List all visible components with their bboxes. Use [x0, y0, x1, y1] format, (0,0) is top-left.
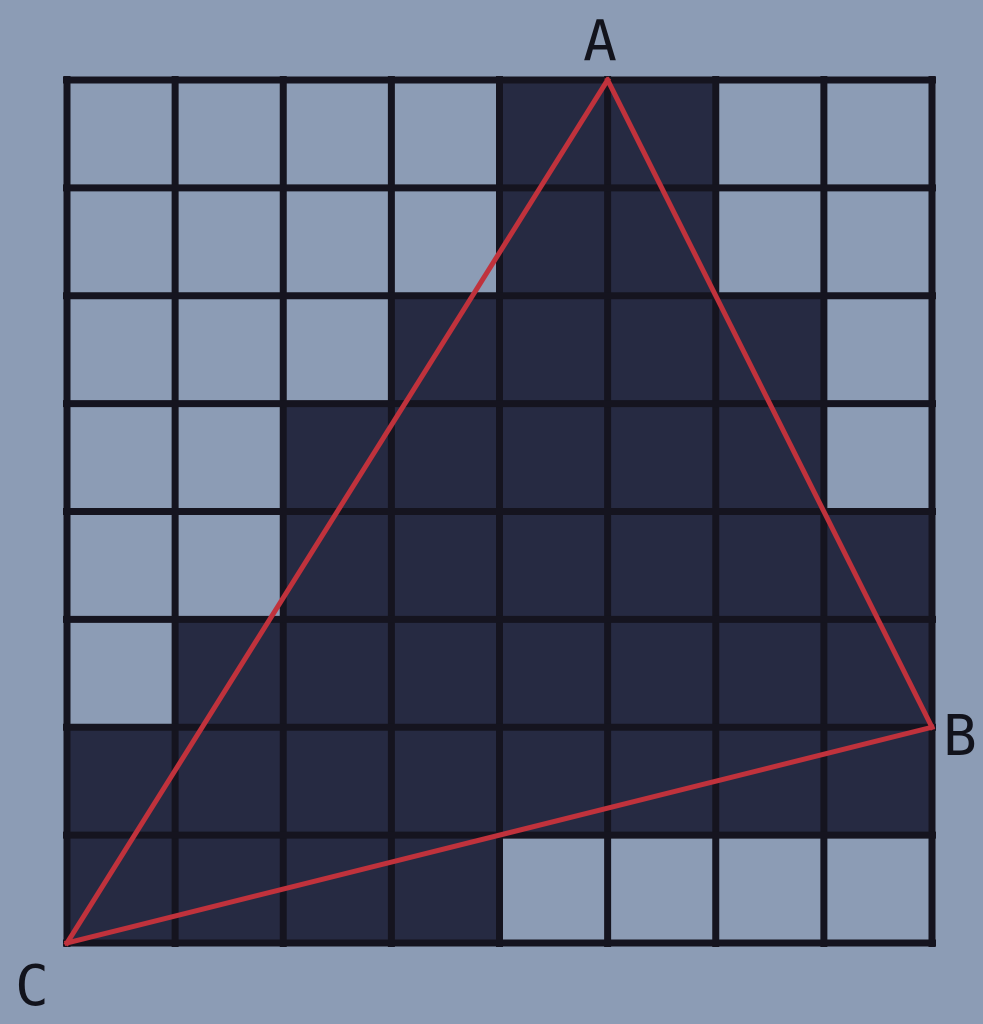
vertex-label-c: C — [15, 954, 49, 1019]
grid-cell-empty — [823, 80, 932, 188]
grid-cell-filled — [823, 511, 932, 620]
grid-cell-empty — [715, 835, 824, 943]
grid-cell-filled — [715, 511, 824, 620]
grid-cell-filled — [607, 187, 716, 296]
grid-cell-filled — [499, 727, 608, 836]
grid-cell-empty — [175, 80, 284, 188]
grid-cell-filled — [715, 727, 824, 836]
grid-cell-empty — [67, 619, 176, 728]
grid-cell-empty — [67, 403, 176, 512]
grid-cell-filled — [391, 295, 500, 404]
grid-cell-filled — [175, 619, 284, 728]
grid-cell-empty — [283, 187, 392, 296]
grid-cell-empty — [823, 295, 932, 404]
grid-cell-filled — [391, 511, 500, 620]
grid-cell-empty — [67, 187, 176, 296]
grid-cell-filled — [391, 835, 500, 943]
grid-cell-filled — [283, 727, 392, 836]
grid-cell-empty — [391, 80, 500, 188]
grid-cell-empty — [823, 187, 932, 296]
grid-cell-empty — [175, 403, 284, 512]
grid-cell-filled — [67, 727, 176, 836]
grid-cell-empty — [499, 835, 608, 943]
grid-cell-filled — [499, 403, 608, 512]
grid-cell-filled — [499, 80, 608, 188]
grid-cell-filled — [715, 295, 824, 404]
grid-cell-filled — [175, 835, 284, 943]
grid-cell-filled — [607, 80, 716, 188]
grid-cell-filled — [283, 835, 392, 943]
grid-cell-filled — [607, 727, 716, 836]
grid-cell-filled — [715, 403, 824, 512]
grid-cell-filled — [283, 619, 392, 728]
edge-c-a — [63, 76, 612, 947]
grid-cell-empty — [715, 80, 824, 188]
triangle-edges — [63, 76, 936, 947]
grid-cell-empty — [175, 295, 284, 404]
grid-cell-empty — [607, 835, 716, 943]
grid-cell-filled — [607, 619, 716, 728]
grid-cell-filled — [391, 619, 500, 728]
grid-cell-empty — [283, 80, 392, 188]
grid-cell-empty — [715, 187, 824, 296]
grid-cell-filled — [499, 187, 608, 296]
grid-cell-filled — [607, 295, 716, 404]
grid-cell-empty — [67, 80, 176, 188]
grid-cell-empty — [67, 295, 176, 404]
grid-cell-filled — [715, 619, 824, 728]
grid-cell-filled — [67, 835, 176, 943]
edge-a-b — [604, 76, 936, 731]
grid-cell-filled — [607, 403, 716, 512]
grid-cell-empty — [823, 403, 932, 512]
pixel-grid-cells — [67, 80, 932, 943]
grid-cell-filled — [823, 727, 932, 836]
grid-cell-empty — [175, 187, 284, 296]
grid-cell-empty — [823, 835, 932, 943]
grid-cell-empty — [175, 511, 284, 620]
grid-cell-filled — [499, 295, 608, 404]
grid-cell-empty — [67, 511, 176, 620]
edge-b-c — [63, 724, 936, 947]
grid-cell-filled — [283, 403, 392, 512]
vertex-labels: A B C — [15, 9, 977, 1019]
grid-cell-filled — [499, 511, 608, 620]
grid-cell-filled — [391, 403, 500, 512]
grid-cell-filled — [499, 619, 608, 728]
grid-cell-filled — [823, 619, 932, 728]
grid-cell-filled — [283, 511, 392, 620]
vertex-label-b: B — [943, 704, 977, 769]
grid-cell-empty — [283, 295, 392, 404]
grid-cell-filled — [607, 511, 716, 620]
grid-cell-filled — [391, 727, 500, 836]
vertex-label-a: A — [583, 9, 617, 74]
